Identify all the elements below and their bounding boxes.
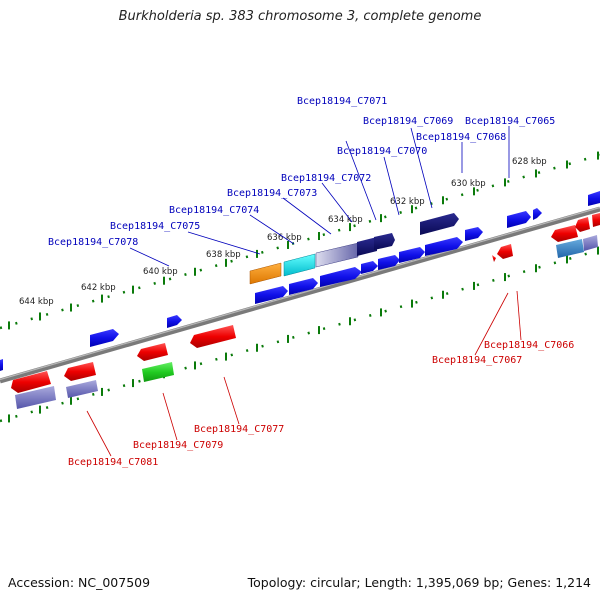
- topology-summary: Topology: circular; Length: 1,395,069 bp…: [247, 575, 591, 590]
- kbp-label: 640 kbp: [143, 267, 178, 277]
- gene-arrow[interactable]: [315, 242, 359, 268]
- gene-arrow[interactable]: [283, 253, 316, 277]
- forward-gene-labels: Bcep18194_C7071 Bcep18194_C7069 Bcep1819…: [48, 96, 555, 248]
- gene-label[interactable]: Bcep18194_C7066: [484, 340, 574, 351]
- gene-label[interactable]: Bcep18194_C7073: [227, 188, 317, 199]
- reverse-leader-lines: [86, 290, 522, 457]
- gene-arrow[interactable]: [465, 227, 483, 241]
- gene-arrow[interactable]: [0, 359, 3, 371]
- gene-arrow[interactable]: [15, 386, 56, 409]
- gene-arrow[interactable]: [575, 217, 590, 232]
- gene-arrow[interactable]: [592, 213, 600, 227]
- gene-arrow[interactable]: [374, 233, 395, 250]
- gene-label[interactable]: Bcep18194_C7074: [169, 205, 259, 216]
- gene-arrow[interactable]: [425, 237, 463, 256]
- gene-arrow[interactable]: [137, 343, 168, 361]
- genome-backbone: [0, 206, 600, 384]
- gene-label[interactable]: Bcep18194_C7078: [48, 237, 138, 248]
- gene-arrow[interactable]: [551, 225, 578, 242]
- gene-label[interactable]: Bcep18194_C7079: [133, 440, 223, 451]
- reverse-strand-genes: [11, 213, 600, 409]
- gene-arrow[interactable]: [190, 325, 236, 348]
- gene-arrow[interactable]: [167, 315, 182, 328]
- gene-arrow[interactable]: [255, 286, 288, 304]
- gene-arrow[interactable]: [583, 235, 598, 251]
- kbp-label: 644 kbp: [19, 297, 54, 307]
- gene-label[interactable]: Bcep18194_C7071: [297, 96, 387, 107]
- gene-arrow[interactable]: [11, 371, 51, 393]
- gene-arrow[interactable]: [64, 362, 96, 381]
- gene-label[interactable]: Bcep18194_C7072: [281, 173, 371, 184]
- gene-arrow[interactable]: [497, 244, 513, 259]
- gene-arrow[interactable]: [361, 261, 378, 274]
- gene-arrow[interactable]: [533, 208, 542, 220]
- gene-label[interactable]: Bcep18194_C7069: [363, 116, 453, 127]
- gene-arrow[interactable]: [66, 380, 98, 398]
- kbp-label: 642 kbp: [81, 283, 116, 293]
- gene-label[interactable]: Bcep18194_C7065: [465, 116, 555, 127]
- gene-arrow[interactable]: [588, 191, 600, 206]
- kbp-label: 628 kbp: [512, 157, 547, 167]
- kbp-label: 634 kbp: [328, 215, 363, 225]
- gene-arrow[interactable]: [90, 329, 119, 347]
- gene-arrow[interactable]: [556, 239, 584, 258]
- gene-arrow[interactable]: [399, 247, 425, 263]
- gene-arrow[interactable]: [289, 278, 318, 295]
- gene-label[interactable]: Bcep18194_C7077: [194, 424, 284, 435]
- kbp-label: 632 kbp: [390, 197, 425, 207]
- accession-text: Accession: NC_007509: [8, 575, 151, 590]
- kbp-label: 638 kbp: [206, 250, 241, 260]
- major-ticks: [8, 151, 599, 423]
- kbp-label: 630 kbp: [451, 179, 486, 189]
- reverse-gene-labels: Bcep18194_C7066 Bcep18194_C7067 Bcep1819…: [68, 340, 574, 468]
- gene-label[interactable]: Bcep18194_C7070: [337, 146, 427, 157]
- gene-arrow[interactable]: [378, 255, 400, 270]
- gene-arrow[interactable]: [320, 267, 362, 287]
- forward-strand-genes: [0, 191, 600, 371]
- gene-label[interactable]: Bcep18194_C7075: [110, 221, 200, 232]
- forward-leader-lines: [129, 126, 510, 267]
- gene-label[interactable]: Bcep18194_C7081: [68, 457, 158, 468]
- gene-label[interactable]: Bcep18194_C7067: [432, 355, 522, 366]
- gene-label[interactable]: Bcep18194_C7068: [416, 132, 506, 143]
- gene-arrow[interactable]: [420, 213, 459, 235]
- gene-arrow[interactable]: [249, 262, 282, 285]
- gene-arrow[interactable]: [142, 362, 174, 382]
- gene-arrow[interactable]: [507, 211, 531, 228]
- gene-arrow[interactable]: [357, 237, 377, 256]
- page-title: Burkholderia sp. 383 chromosome 3, compl…: [118, 9, 482, 24]
- gene-arrow[interactable]: [492, 255, 496, 262]
